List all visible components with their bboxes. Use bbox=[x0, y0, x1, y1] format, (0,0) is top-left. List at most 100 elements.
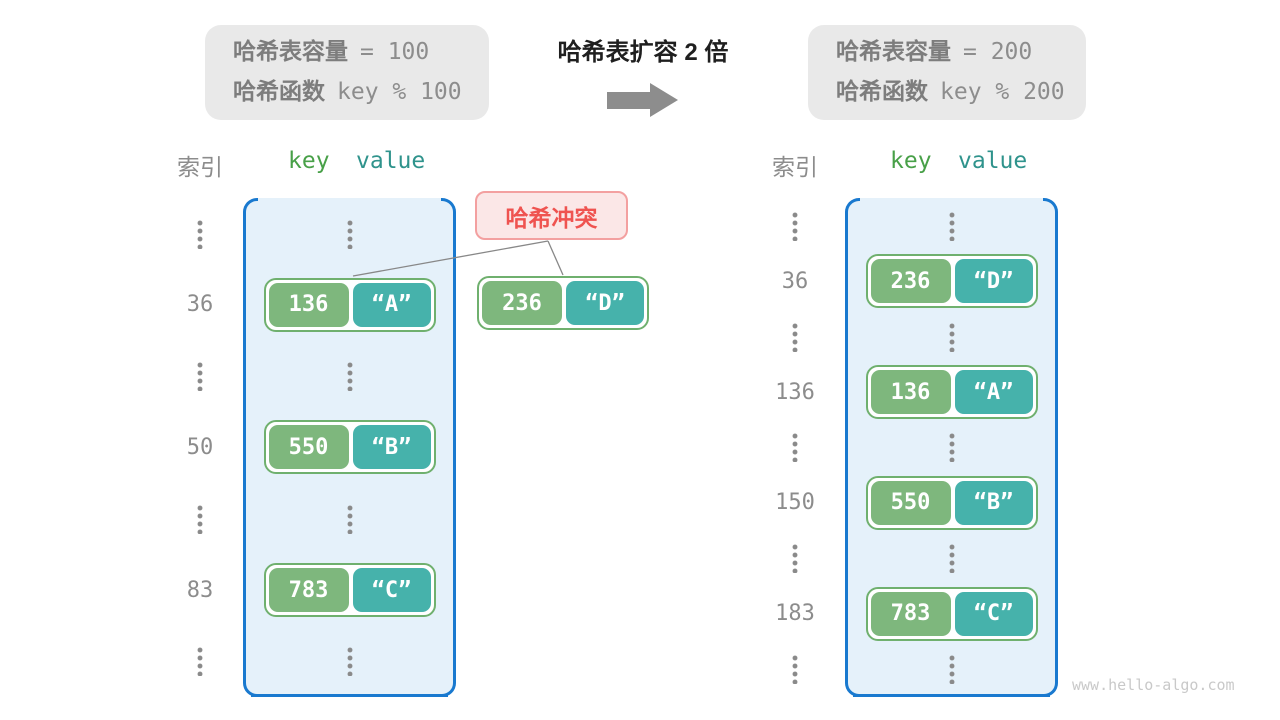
index-value: 136 bbox=[775, 379, 815, 405]
table-row: 783 “C” bbox=[243, 554, 456, 625]
hash-table-new: 236 “D” 136 “A” 550 “B” 783 “C” bbox=[845, 198, 1058, 697]
hash-function-value: key % 200 bbox=[940, 78, 1065, 105]
vertical-ellipsis-icon bbox=[792, 543, 798, 574]
watermark: www.hello-algo.com bbox=[1072, 676, 1235, 694]
vertical-ellipsis-icon bbox=[346, 503, 353, 534]
index-cell: 150 bbox=[765, 475, 825, 530]
table-row: 136 “A” bbox=[845, 364, 1058, 420]
ellipsis-row bbox=[845, 531, 1058, 586]
value-cell: “D” bbox=[954, 259, 1033, 304]
capacity-label: 哈希表容量 bbox=[836, 37, 951, 64]
value-cell: “A” bbox=[352, 282, 431, 327]
hash-function-label: 哈希函数 bbox=[836, 77, 928, 104]
kv-pair: 550 “B” bbox=[865, 475, 1038, 530]
ellipsis-row bbox=[845, 642, 1058, 697]
ellipsis-row bbox=[845, 198, 1058, 253]
ellipsis-row bbox=[170, 483, 230, 554]
new-capacity-line: 哈希表容量 = 200 bbox=[836, 33, 1086, 73]
ellipsis-row bbox=[765, 309, 825, 364]
key-cell: 236 bbox=[482, 281, 562, 325]
ellipsis-row bbox=[765, 642, 825, 697]
vertical-ellipsis-icon bbox=[948, 432, 955, 463]
vertical-ellipsis-icon bbox=[948, 654, 955, 685]
index-cell: 36 bbox=[765, 253, 825, 308]
collision-kv-pair: 236 “D” bbox=[477, 276, 649, 330]
kv-pair: 136 “A” bbox=[865, 365, 1038, 420]
index-cell: 50 bbox=[170, 412, 230, 483]
vertical-ellipsis-icon bbox=[948, 543, 955, 574]
value-cell: “B” bbox=[954, 480, 1033, 525]
capacity-value: = 100 bbox=[360, 38, 430, 65]
bucket-array-bottom-border bbox=[853, 694, 1050, 697]
index-value: 36 bbox=[186, 292, 214, 318]
old-capacity-line: 哈希表容量 = 100 bbox=[233, 33, 489, 73]
table-row: 136 “A” bbox=[243, 269, 456, 340]
vertical-ellipsis-icon bbox=[792, 210, 798, 241]
ellipsis-row bbox=[243, 626, 456, 697]
vertical-ellipsis-icon bbox=[197, 503, 203, 534]
index-column-new: 36 136 150 183 bbox=[765, 198, 825, 697]
key-cell: 136 bbox=[268, 282, 349, 327]
bucket-array-bottom-border bbox=[251, 694, 448, 697]
vertical-ellipsis-icon bbox=[346, 361, 353, 392]
index-column-header-left: 索引 bbox=[177, 154, 223, 180]
ellipsis-row bbox=[170, 626, 230, 697]
index-cell: 36 bbox=[170, 269, 230, 340]
table-row: 550 “B” bbox=[845, 475, 1058, 530]
ellipsis-row bbox=[243, 341, 456, 412]
value-cell: “C” bbox=[352, 568, 431, 613]
kv-pair: 136 “A” bbox=[263, 277, 436, 332]
index-value: 83 bbox=[186, 577, 214, 603]
expansion-title: 哈希表扩容 2 倍 bbox=[557, 39, 729, 66]
vertical-ellipsis-icon bbox=[792, 321, 798, 352]
table-row: 236 “D” bbox=[845, 253, 1058, 309]
key-column-header-left: key bbox=[288, 148, 330, 174]
index-column-header-right: 索引 bbox=[772, 154, 818, 180]
key-cell: 550 bbox=[870, 480, 951, 525]
key-cell: 136 bbox=[870, 370, 951, 415]
kv-pair: 783 “C” bbox=[263, 563, 436, 618]
kv-pair: 236 “D” bbox=[865, 254, 1038, 309]
vertical-ellipsis-icon bbox=[346, 218, 353, 249]
right-arrow-icon bbox=[650, 83, 678, 117]
ellipsis-row bbox=[243, 198, 456, 269]
index-value: 150 bbox=[775, 490, 815, 516]
vertical-ellipsis-icon bbox=[792, 432, 798, 463]
new-table-info-box: 哈希表容量 = 200 哈希函数 key % 200 bbox=[808, 25, 1086, 120]
ellipsis-row bbox=[845, 420, 1058, 475]
key-cell: 236 bbox=[870, 259, 951, 304]
value-column-header-right: value bbox=[958, 148, 1028, 174]
vertical-ellipsis-icon bbox=[948, 321, 955, 352]
index-column-old: 36 50 83 bbox=[170, 198, 230, 697]
vertical-ellipsis-icon bbox=[197, 218, 203, 249]
hash-function-value: key % 100 bbox=[337, 78, 462, 105]
vertical-ellipsis-icon bbox=[346, 646, 353, 677]
key-cell: 550 bbox=[268, 425, 349, 470]
new-hash-function-line: 哈希函数 key % 200 bbox=[836, 73, 1086, 113]
value-column-header-left: value bbox=[356, 148, 426, 174]
ellipsis-row bbox=[765, 420, 825, 475]
right-arrow-icon bbox=[607, 92, 650, 109]
key-cell: 783 bbox=[870, 591, 951, 636]
capacity-value: = 200 bbox=[963, 38, 1033, 65]
value-cell: “B” bbox=[352, 425, 431, 470]
vertical-ellipsis-icon bbox=[197, 361, 203, 392]
index-value: 183 bbox=[775, 601, 815, 627]
capacity-label: 哈希表容量 bbox=[233, 37, 348, 64]
index-value: 36 bbox=[781, 268, 809, 294]
vertical-ellipsis-icon bbox=[792, 654, 798, 685]
key-column-header-right: key bbox=[890, 148, 932, 174]
vertical-ellipsis-icon bbox=[197, 646, 203, 677]
ellipsis-row bbox=[170, 198, 230, 269]
hash-collision-badge: 哈希冲突 bbox=[475, 191, 628, 240]
ellipsis-row bbox=[243, 483, 456, 554]
index-cell: 83 bbox=[170, 554, 230, 625]
kv-pair: 550 “B” bbox=[263, 420, 436, 475]
kv-pair: 783 “C” bbox=[865, 586, 1038, 641]
index-value: 50 bbox=[186, 434, 214, 460]
table-row: 783 “C” bbox=[845, 586, 1058, 641]
value-cell: “A” bbox=[954, 370, 1033, 415]
